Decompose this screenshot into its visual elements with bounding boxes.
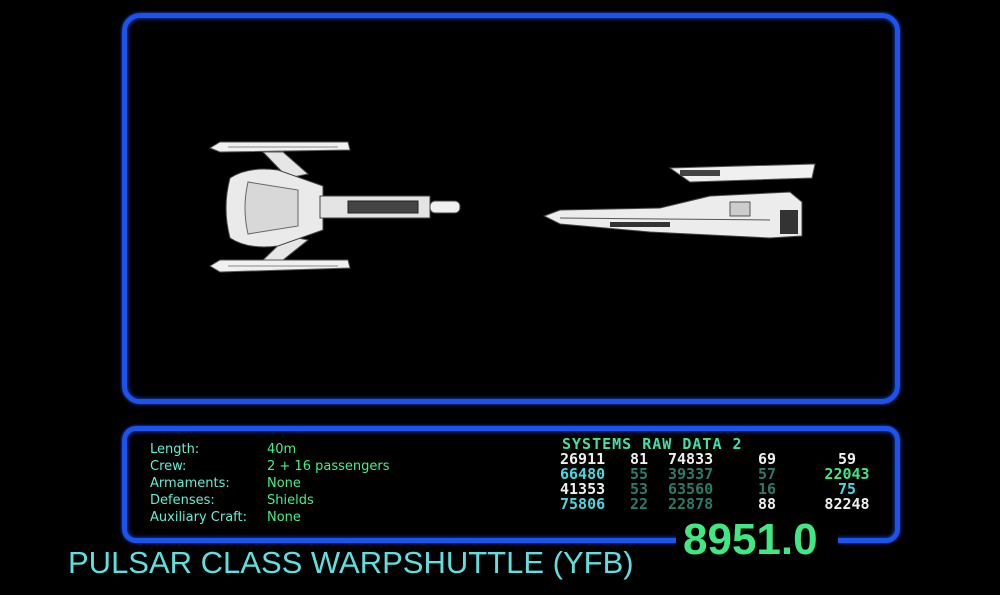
stardate-readout: 8951.0 xyxy=(683,515,818,564)
ship-side-view xyxy=(540,158,820,244)
spec-list: Length: 40m Crew: 2 + 16 passengers Arma… xyxy=(150,441,389,526)
systems-cell: 53 xyxy=(630,480,649,498)
systems-cell: 22043 xyxy=(824,465,870,483)
systems-row: 66480 55 39337 57 22043 xyxy=(560,467,884,482)
ship-class-title: PULSAR CLASS WARPSHUTTLE (YFB) xyxy=(68,545,634,580)
systems-cell: 22878 xyxy=(668,495,714,513)
systems-row: 41353 53 63560 16 75 xyxy=(560,482,884,497)
spec-value: 2 + 16 passengers xyxy=(267,459,390,474)
spec-label: Length: xyxy=(150,442,200,457)
systems-cell: 16 xyxy=(758,480,777,498)
systems-row: 26911 81 74833 69 59 xyxy=(560,452,884,467)
systems-cell: 22 xyxy=(630,495,649,513)
systems-cell: 59 xyxy=(837,450,857,468)
systems-cell: 75 xyxy=(837,480,857,498)
spec-value: None xyxy=(267,476,301,491)
systems-cell: 66480 xyxy=(560,465,606,483)
systems-cell: 82248 xyxy=(824,495,870,513)
ship-top-view xyxy=(208,138,468,278)
systems-cell: 74833 xyxy=(668,450,714,468)
systems-cell: 39337 xyxy=(668,465,714,483)
systems-title: SYSTEMS RAW DATA 2 xyxy=(562,435,743,453)
spec-row-crew: Crew: 2 + 16 passengers xyxy=(150,458,389,475)
spec-value: Shields xyxy=(267,493,314,508)
spec-label: Armaments: xyxy=(150,476,230,491)
data-panel-frame xyxy=(122,426,900,543)
systems-cell: 57 xyxy=(758,465,777,483)
spec-row-auxiliary-craft: Auxiliary Craft: None xyxy=(150,509,389,526)
systems-cell: 69 xyxy=(758,450,777,468)
readout-backdrop xyxy=(676,518,838,568)
spec-value: None xyxy=(267,510,301,525)
systems-cell: 81 xyxy=(630,450,649,468)
spec-row-defenses: Defenses: Shields xyxy=(150,492,389,509)
systems-cell: 55 xyxy=(630,465,649,483)
spec-row-armaments: Armaments: None xyxy=(150,475,389,492)
systems-cell: 88 xyxy=(758,495,777,513)
systems-data-grid: 26911 81 74833 69 59 66480 55 39337 57 2… xyxy=(560,452,884,512)
systems-cell: 26911 xyxy=(560,450,606,468)
systems-cell: 41353 xyxy=(560,480,606,498)
spec-value: 40m xyxy=(267,442,297,457)
systems-cell: 75806 xyxy=(560,495,606,513)
spec-row-length: Length: 40m xyxy=(150,441,389,458)
spec-label: Auxiliary Craft: xyxy=(150,510,248,525)
spec-label: Defenses: xyxy=(150,493,215,508)
spec-label: Crew: xyxy=(150,459,187,474)
viewscreen-frame xyxy=(122,13,900,404)
systems-cell: 63560 xyxy=(668,480,714,498)
systems-row: 75806 22 22878 88 82248 xyxy=(560,497,884,512)
